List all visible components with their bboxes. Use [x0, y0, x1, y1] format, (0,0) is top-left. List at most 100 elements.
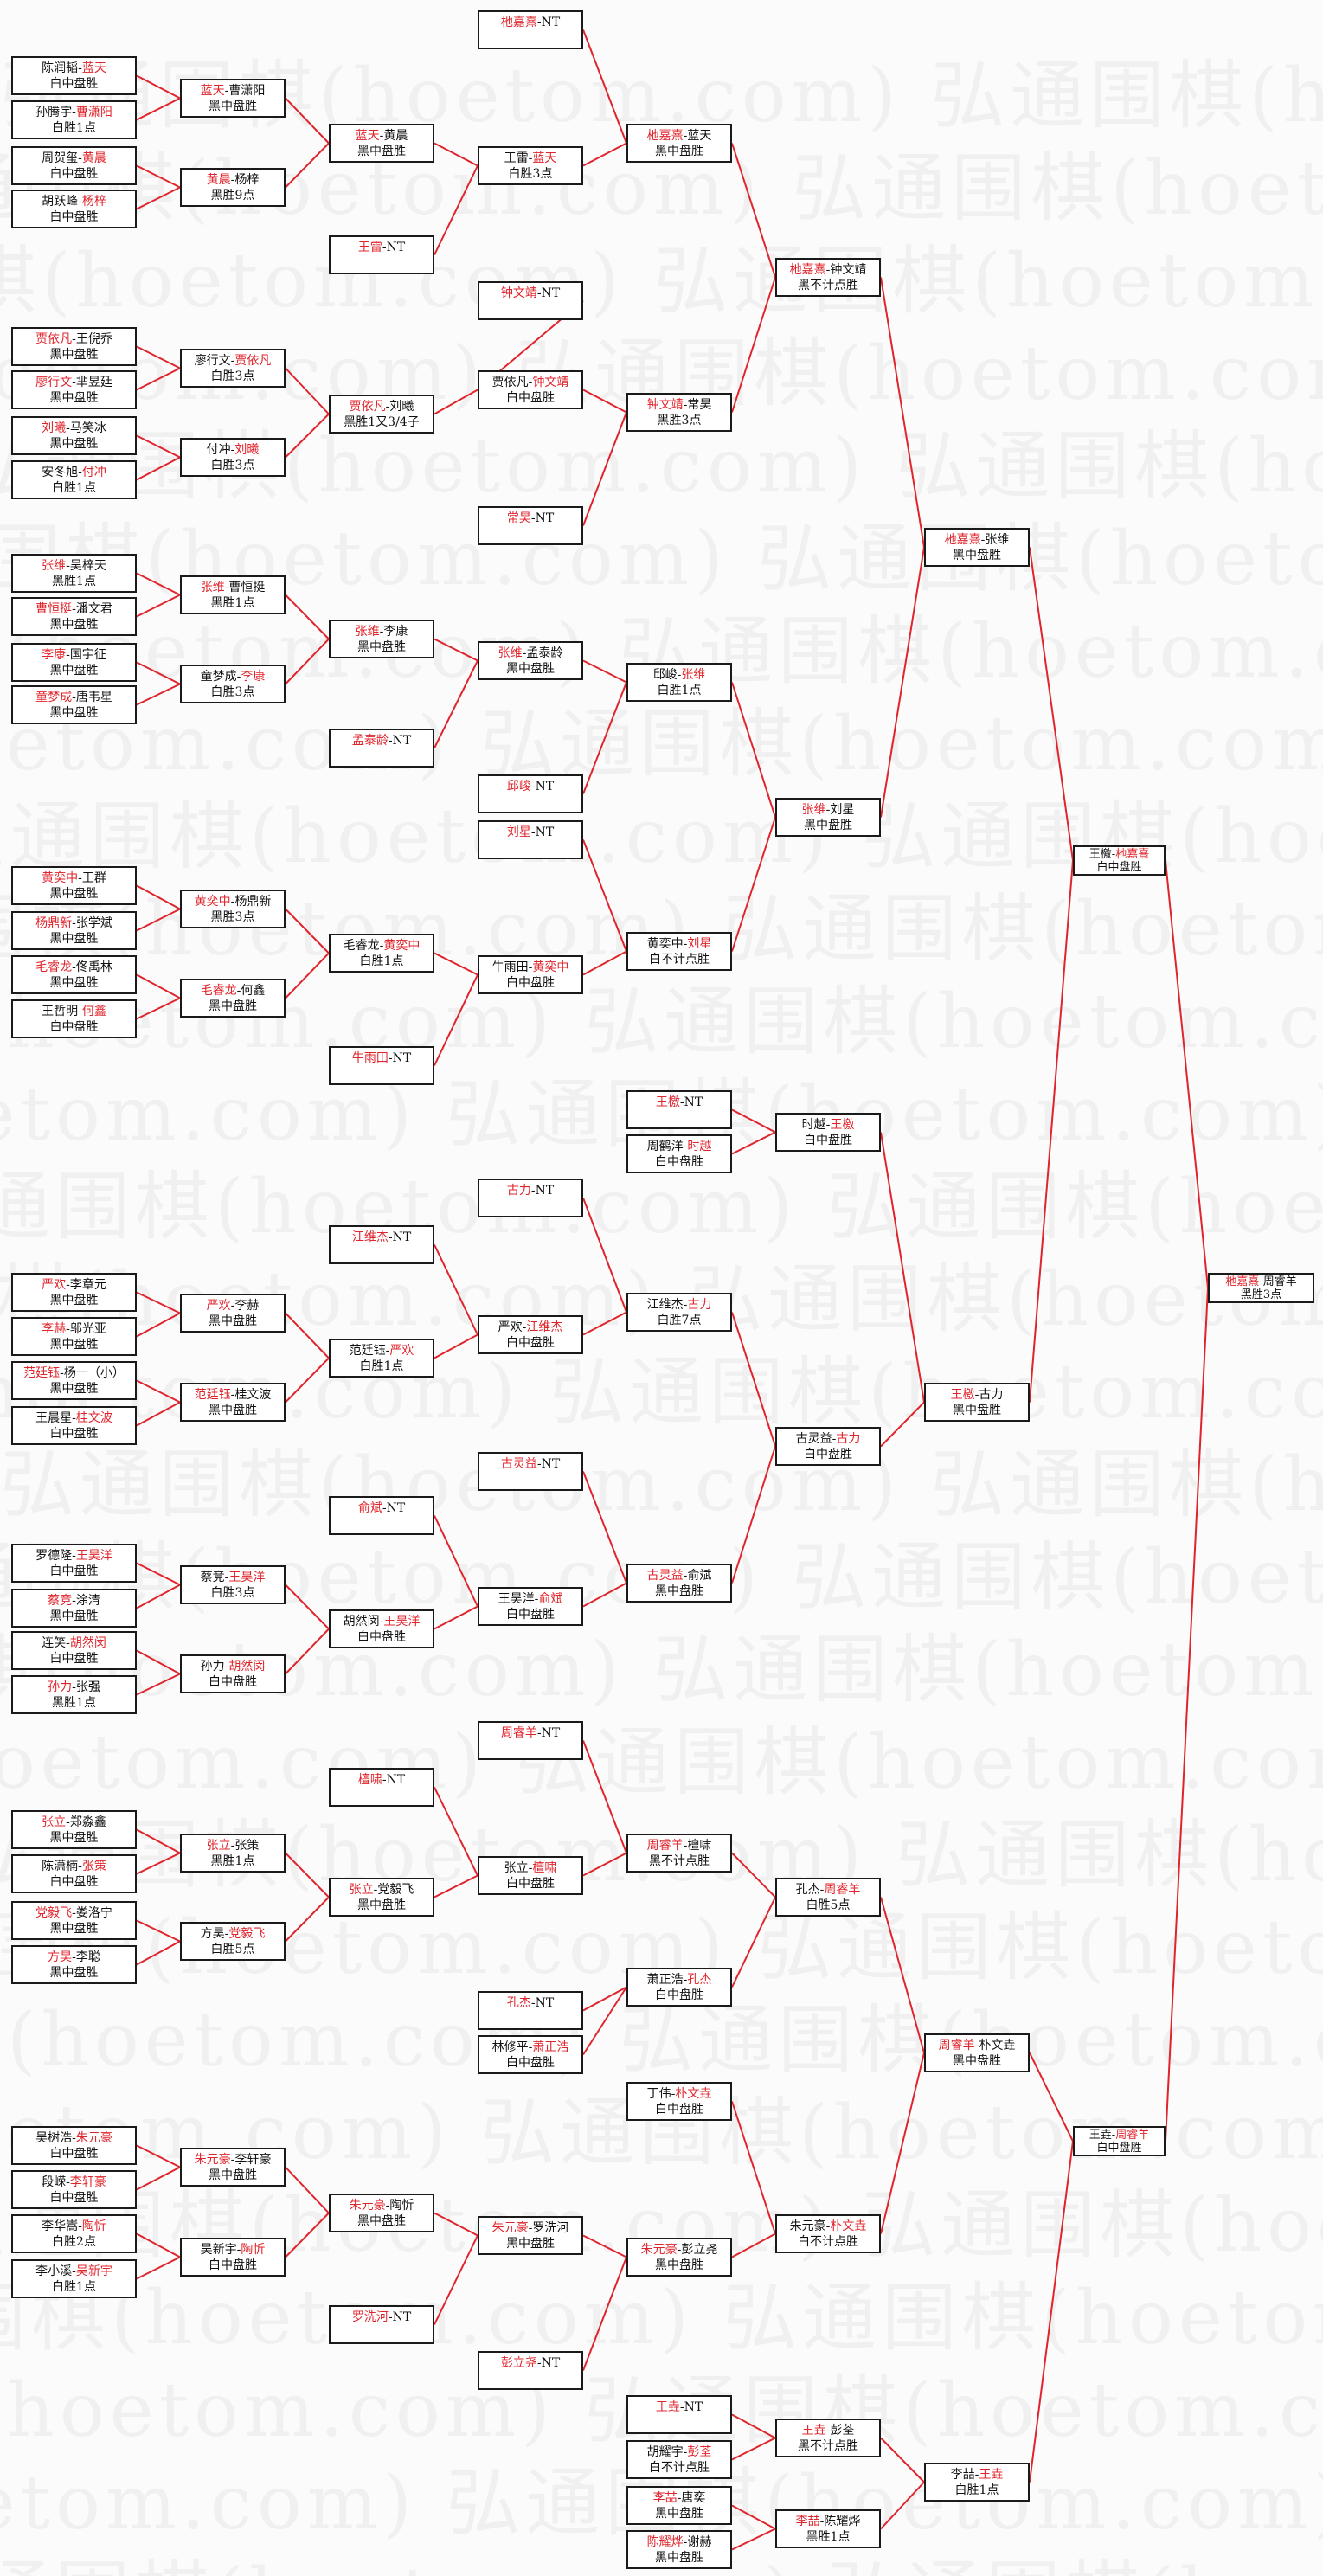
match-players: 江维杰-古力 [628, 1297, 730, 1313]
match-players: 杝嘉熹-周睿羊 [1210, 1275, 1313, 1288]
match-result: 白中盘胜 [49, 1427, 99, 1441]
match-players: 安冬旭-付冲 [13, 465, 135, 480]
match-box: 孔杰-周睿羊白胜5点 [775, 1878, 881, 1917]
separator: - [382, 1773, 387, 1787]
bye-match: 邱峻-NT [478, 774, 583, 813]
player-black: 胡然闵 [343, 1615, 380, 1628]
separator: - [230, 2153, 235, 2167]
match-players: 古灵益-NT [479, 1456, 581, 1472]
match-result: 黑中盘胜 [49, 1966, 99, 1980]
match-result: 黑中盘胜 [49, 1382, 99, 1396]
player-white: 何鑫 [81, 1005, 106, 1018]
connector-line [136, 367, 181, 391]
separator: - [66, 559, 70, 573]
separator: - [522, 1320, 527, 1334]
match-result: 白中盘胜 [804, 1448, 852, 1461]
match-box: 黄晨-杨梓黑胜9点 [180, 168, 286, 207]
match-players: 张维-曹恒挺 [182, 580, 284, 595]
match-box: 陈耀烨-谢赫黑中盘胜 [626, 2530, 732, 2569]
player-white: 周睿羊 [1262, 1275, 1297, 1288]
match-result: 白中盘胜 [49, 77, 99, 91]
match-players: 曹恒挺-潘文君 [13, 601, 135, 617]
connector-line [582, 1471, 627, 1584]
player-black: 古灵益 [500, 1457, 537, 1471]
separator: - [1111, 848, 1116, 861]
match-box: 段嵘-李轩豪白中盘胜 [11, 2170, 137, 2209]
match-players: 朱元豪-朴文垚 [777, 2219, 879, 2234]
player-black: 萧正浩 [646, 1973, 684, 1987]
match-players: 李赫-邬光亚 [13, 1321, 135, 1337]
separator: - [530, 1996, 536, 2010]
match-players: 黄奕中-杨鼎新 [182, 894, 284, 909]
match-players: 丁伟-朴文垚 [628, 2086, 730, 2102]
bye-match: 王垚-NT [626, 2395, 732, 2434]
player-white: 娄洛宁 [75, 1906, 112, 1920]
match-box: 王垚-彭荃黑不计点胜 [775, 2419, 881, 2457]
match-box: 毛睿龙-何鑫黑中盘胜 [180, 979, 286, 1018]
match-result: 白不计点胜 [649, 953, 710, 967]
match-result: 黑中盘胜 [49, 976, 99, 990]
match-box: 周睿羊-檀啸黑不计点胜 [626, 1834, 732, 1873]
match-result: 白中盘胜 [49, 167, 99, 181]
player-black: 张维 [42, 559, 67, 573]
separator: - [679, 2400, 684, 2414]
match-box: 周鹤洋-时越白中盘胜 [626, 1134, 732, 1173]
match-players: 杨鼎新-张学斌 [13, 915, 135, 931]
player-black: 范廷钰 [23, 1366, 61, 1380]
connector-line [136, 1291, 181, 1314]
player-black: 童梦成 [200, 670, 237, 684]
match-players: 蔡竞-王昊洋 [182, 1570, 284, 1585]
player-black: 张维 [498, 646, 523, 660]
separator: - [385, 2199, 390, 2213]
match-players: 童梦成-李康 [182, 669, 284, 684]
connector-line [285, 1628, 330, 1675]
connector-line [285, 1584, 330, 1630]
player-white: 国宇征 [69, 648, 106, 662]
match-box: 严欢-江维杰白中盘胜 [478, 1315, 583, 1354]
match-result: 黑中盘胜 [49, 391, 99, 405]
match-players: 孙力-张强 [13, 1680, 135, 1695]
player-black: 王昊洋 [498, 1592, 535, 1606]
match-players: 黄晨-杨梓 [182, 172, 284, 188]
player-white: 蓝天 [687, 129, 712, 143]
match-box: 黄奕中-刘星白不计点胜 [626, 932, 732, 971]
match-result: 黑中盘胜 [357, 145, 406, 158]
match-box: 吴树浩-朱元豪白中盘胜 [11, 2126, 137, 2165]
connector-line [434, 1244, 478, 1335]
bye-match: 彭立尧-NT [478, 2351, 583, 2390]
bye-match: 常昊-NT [478, 506, 583, 545]
player-black: 王雷 [504, 151, 529, 165]
player-white: 彭荃 [687, 2445, 712, 2459]
match-players: 常昊-NT [479, 511, 581, 526]
separator: - [1111, 2129, 1116, 2142]
match-players: 贾依凡-钟文靖 [479, 375, 581, 390]
separator: - [78, 1860, 82, 1873]
match-box: 朱元豪-陶忻黑中盘胜 [329, 2194, 434, 2232]
match-box: 贾依凡-王倪乔黑中盘胜 [11, 327, 137, 366]
bye-match: 罗洗河-NT [329, 2305, 434, 2344]
match-players: 李康-国宇征 [13, 647, 135, 663]
match-players: 张维-孟泰龄 [479, 646, 581, 661]
separator: - [683, 129, 688, 143]
match-players: 杝嘉熹-钟文靖 [777, 262, 879, 278]
connector-line [1165, 860, 1209, 1288]
player-white: 彭立尧 [681, 2243, 718, 2257]
match-players: 萧正浩-孔杰 [628, 1972, 730, 1988]
connector-line [434, 2235, 478, 2325]
match-players: 孔杰-NT [479, 1995, 581, 2011]
connector-line [136, 434, 181, 459]
separator: - [388, 1230, 393, 1244]
player-white: 张强 [75, 1680, 100, 1694]
player-black: 王垚 [655, 2400, 680, 2414]
match-box: 陈潇楠-张策白中盘胜 [11, 1854, 137, 1893]
bye-match: 王檄-NT [626, 1090, 732, 1129]
match-box: 童梦成-唐韦星黑中盘胜 [11, 685, 137, 724]
match-box: 张立-郑淼鑫黑中盘胜 [11, 1810, 137, 1849]
player-white: 王群 [81, 871, 106, 885]
match-result: 黑中盘胜 [357, 2214, 406, 2228]
player-white: 李康 [383, 625, 408, 639]
player-white: 党毅飞 [377, 1883, 414, 1897]
match-players: 毛睿龙-何鑫 [182, 983, 284, 999]
player-white: 杝嘉熹 [1115, 848, 1150, 861]
bye-match: 王雷-NT [329, 235, 434, 274]
